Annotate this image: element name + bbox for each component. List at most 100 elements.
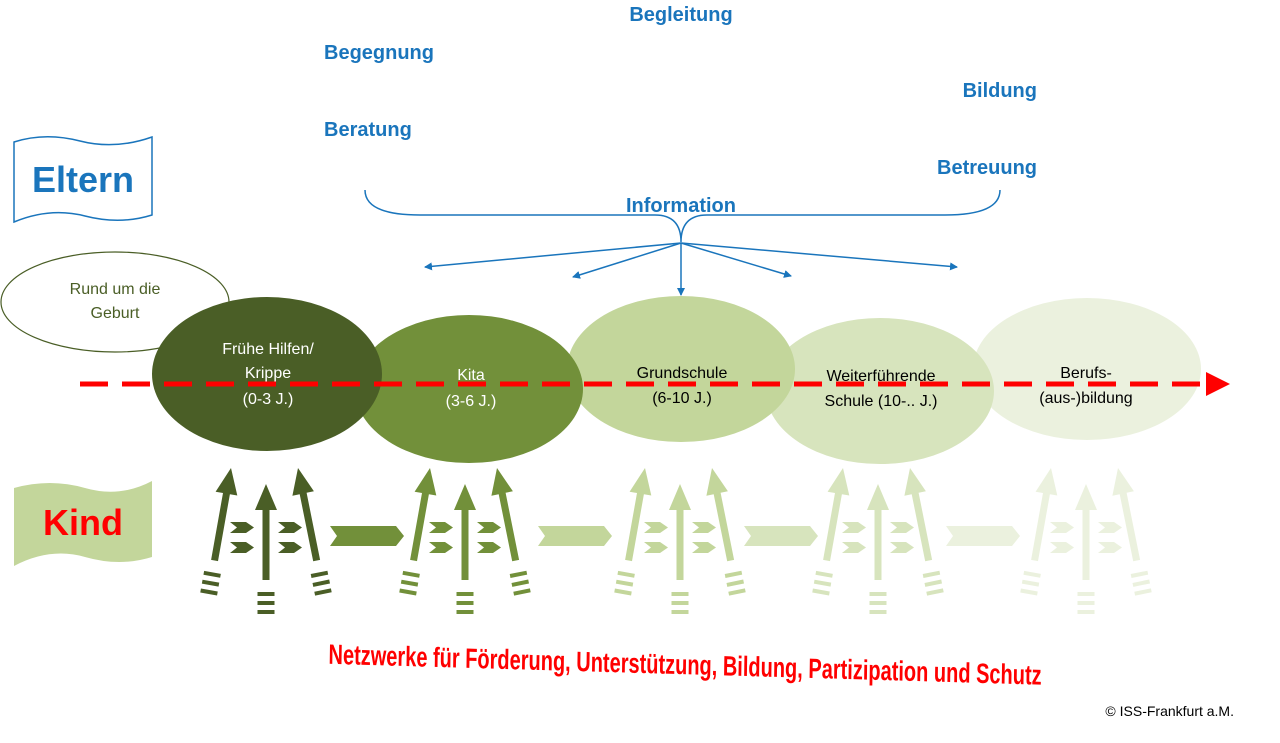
birth-ellipse-group: Rund um die Geburt [0,251,230,353]
small-chevron [890,522,914,533]
stage-ellipse-weiterfuehrende [766,318,994,464]
growth-arrow-right [491,468,531,596]
small-chevron [644,522,668,533]
connector-chevrons [330,526,1020,546]
growth-arrow-left-tail-stripe [400,579,419,587]
stage-labels: Frühe Hilfen/ Krippe (0-3 J.) Kita (3-6 … [222,341,1132,410]
growth-arrow-right [292,468,332,596]
small-chevron [429,542,453,553]
growth-arrow-group-2 [399,468,531,614]
stages [152,296,1201,464]
stage-4-line-1: Weiterführende [826,368,935,385]
eltern-banner: Eltern [13,135,153,224]
offer-information: Information [626,195,736,217]
small-chevron [644,542,668,553]
growth-arrow-group-4 [812,468,944,614]
networks-caption: Netzwerke für Förderung, Unterstützung, … [328,640,1042,692]
growth-arrow-left [399,468,437,596]
growth-arrow-right-tail-stripe [1130,570,1149,578]
growth-arrow-right-body [904,468,933,562]
growth-arrow-right-body [1112,468,1141,562]
growth-arrow-middle [867,484,889,614]
stage-3-line-2: (6-10 J.) [652,390,712,407]
small-chevron [842,522,866,533]
growth-arrow-middle-body [669,484,691,580]
growth-arrow-right-tail-stripe [924,579,942,587]
growth-arrow-left-tail-stripe [203,570,221,578]
growth-arrow-left-tail-stripe [402,570,420,578]
small-chevron [1050,542,1074,553]
growth-arrow-right-tail-stripe [511,579,529,587]
growth-arrow-right-tail-stripe [314,588,332,596]
stage-2-line-1: Kita [457,367,485,384]
distribution-arrow-1 [424,242,682,271]
growth-arrow-right-tail-stripe [1134,588,1152,596]
growth-arrow-right-tail-stripe [926,588,944,596]
connector-chevron-2 [538,526,612,546]
small-chevron [230,522,254,533]
small-chevron [278,522,302,533]
growth-arrow-groups [200,468,1152,614]
small-chevron [477,542,501,553]
distribution-arrows [424,242,958,296]
growth-arrow-right-tail-stripe [513,588,531,596]
offer-beratung: Beratung [324,119,412,141]
growth-arrow-left-tail-stripe [1020,588,1038,596]
stage-1-line-3: (0-3 J.) [243,391,294,408]
small-chevron [230,542,254,553]
kind-banner: Kind [14,481,152,566]
growth-arrow-left-tail-stripe [1021,579,1040,587]
growth-arrow-right [904,468,944,596]
distribution-arrow-5 [680,242,958,271]
growth-arrow-left-tail-stripe [200,588,218,596]
growth-arrow-left-body [625,468,652,562]
eltern-banner-shape [13,135,153,224]
offer-betreuung: Betreuung [937,157,1037,179]
growth-arrow-middle [454,484,476,614]
growth-arrow-left-tail-stripe [615,579,634,587]
stage-3-line-1: Grundschule [637,365,728,382]
growth-arrow-group-3 [614,468,746,614]
growth-arrow-left-tail-stripe [815,570,833,578]
small-chevron [692,522,716,533]
stage-ellipse-grundschule [567,296,795,442]
growth-arrow-right-tail-stripe [1132,579,1150,587]
growth-arrow-left-tail-stripe [617,570,635,578]
offer-bildung: Bildung [963,80,1037,102]
offers: Begleitung Begegnung Bildung Beratung Be… [324,4,1037,217]
distribution-arrow-2 [572,242,682,279]
small-chevron [1050,522,1074,533]
growth-arrow-middle-body [1075,484,1097,580]
information-brace [364,189,1001,243]
stage-5-line-2: (aus-)bildung [1039,390,1132,407]
birth-line-1: Rund um die [70,281,161,298]
growth-arrow-right [706,468,746,596]
growth-arrow-left-body [211,468,238,562]
growth-arrow-left-tail-stripe [201,579,220,587]
growth-arrow-left-tail-stripe [813,579,832,587]
growth-arrow-group-5 [1020,468,1152,614]
small-chevron [1098,522,1122,533]
growth-arrow-left-tail-stripe [399,588,417,596]
stage-1-line-2: Krippe [245,365,291,382]
growth-arrow-right-tail-stripe [726,579,744,587]
connector-chevron-3 [744,526,818,546]
growth-arrow-group-1 [200,468,332,614]
growth-arrow-left [200,468,238,596]
eltern-label: Eltern [32,159,134,200]
stage-ellipse-krippe [152,297,382,451]
kind-label: Kind [43,502,123,543]
connector-chevron-4 [946,526,1020,546]
growth-arrow-middle [255,484,277,614]
growth-arrow-middle [669,484,691,614]
stage-2-line-2: (3-6 J.) [446,393,497,410]
growth-arrow-right-body [491,468,520,562]
growth-arrow-right [1112,468,1152,596]
growth-arrow-middle-body [255,484,277,580]
growth-arrow-middle [1075,484,1097,614]
kind-banner-shape [14,481,152,566]
growth-arrow-right-tail-stripe [724,570,743,578]
stage-1-line-1: Frühe Hilfen/ [222,341,314,358]
growth-arrow-left-body [823,468,850,562]
